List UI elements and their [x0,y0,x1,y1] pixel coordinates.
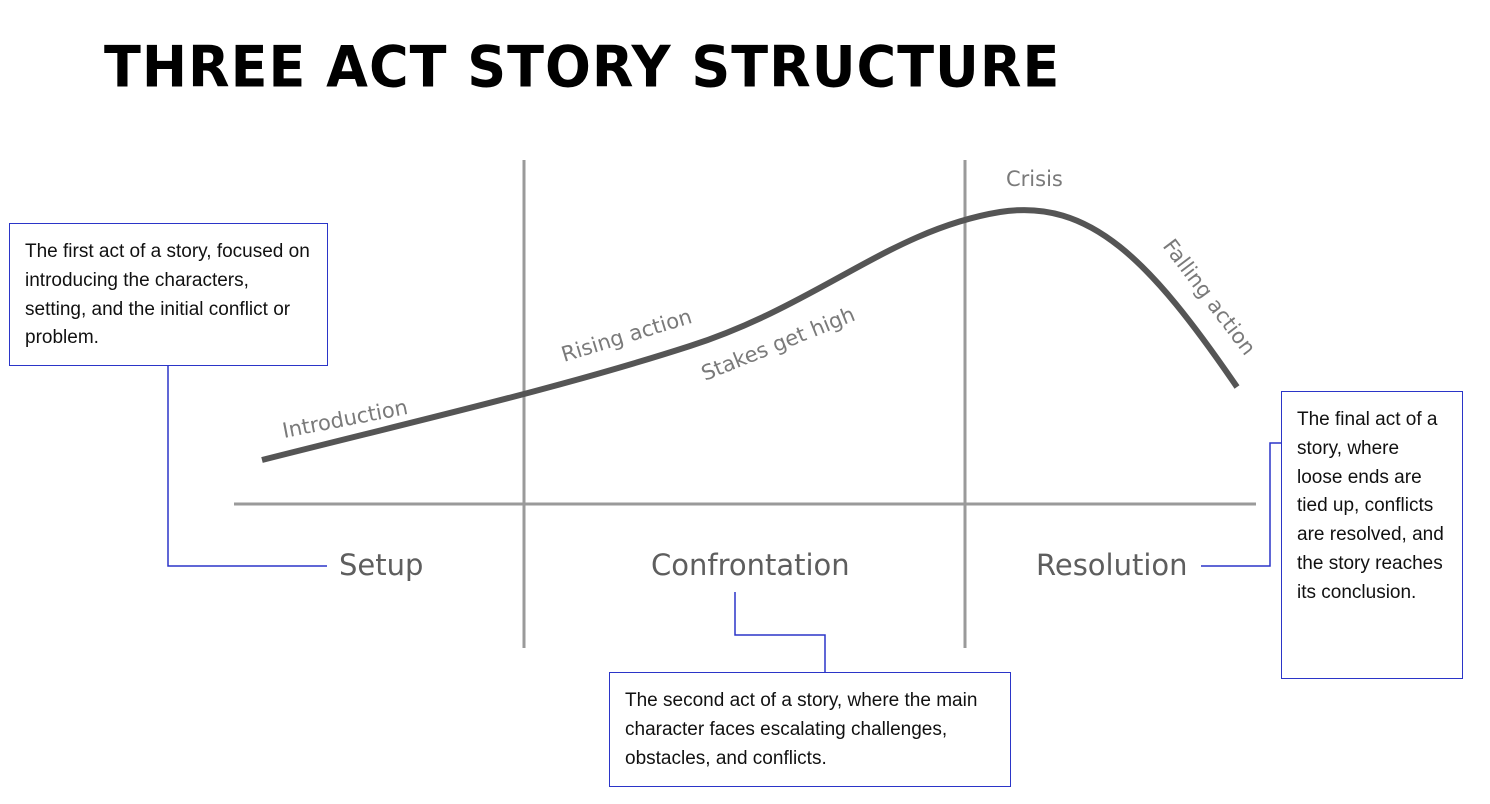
connector-setup [167,366,327,567]
note-confrontation: The second act of a story, where the mai… [609,672,1011,787]
note-resolution: The final act of a story, where loose en… [1281,391,1463,679]
act-label-confrontation: Confrontation [651,548,850,582]
label-stakes-get-high: Stakes get high [698,302,858,385]
label-crisis: Crisis [1006,167,1063,191]
label-rising-action: Rising action [558,304,694,366]
label-introduction: Introduction [280,395,409,443]
act-label-setup: Setup [339,548,423,582]
page-title: THREE ACT STORY STRUCTURE [104,34,1061,101]
connector-resolution [1201,442,1281,567]
note-setup: The first act of a story, focused on int… [9,223,328,366]
connector-confrontation [734,592,826,672]
act-label-resolution: Resolution [1036,548,1188,582]
story-arc-curve [261,207,1240,463]
